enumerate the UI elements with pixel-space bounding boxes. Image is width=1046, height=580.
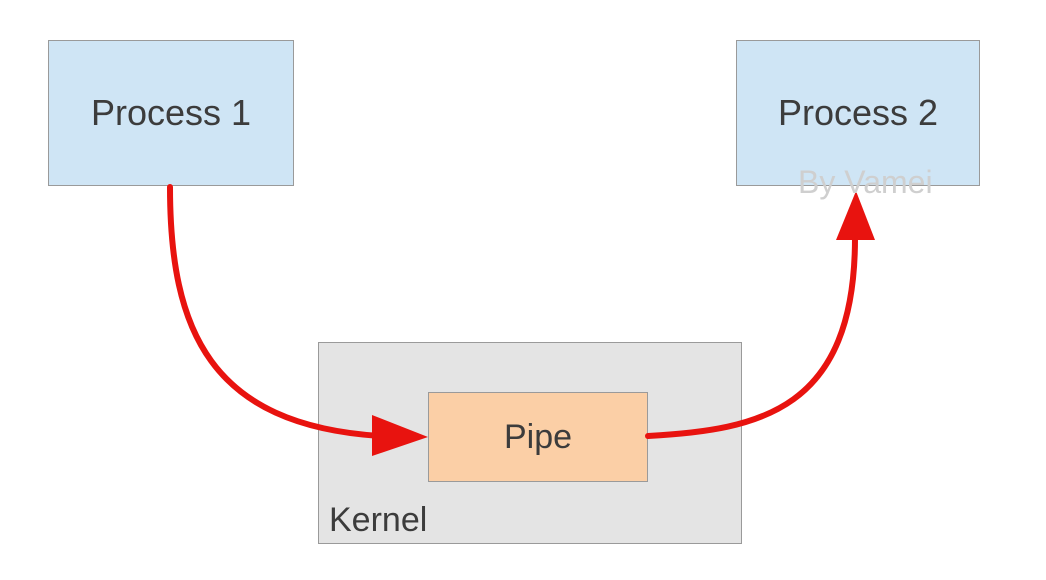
arrowhead-into-pipe (372, 415, 428, 456)
arrow-pipe-to-process2 (645, 235, 858, 439)
process-2-box: Process 2 (736, 40, 980, 186)
kernel-label: Kernel (329, 501, 428, 539)
watermark-text: By Vamei (798, 164, 933, 200)
pipe-box: Pipe (428, 392, 648, 482)
arrowhead-into-process2 (836, 191, 875, 240)
arrow-process1-to-pipe (167, 184, 383, 439)
process-1-label: Process 1 (90, 92, 252, 133)
process-1-box: Process 1 (48, 40, 294, 186)
pipe-label: Pipe (503, 418, 573, 456)
process-2-label: Process 2 (777, 92, 939, 133)
